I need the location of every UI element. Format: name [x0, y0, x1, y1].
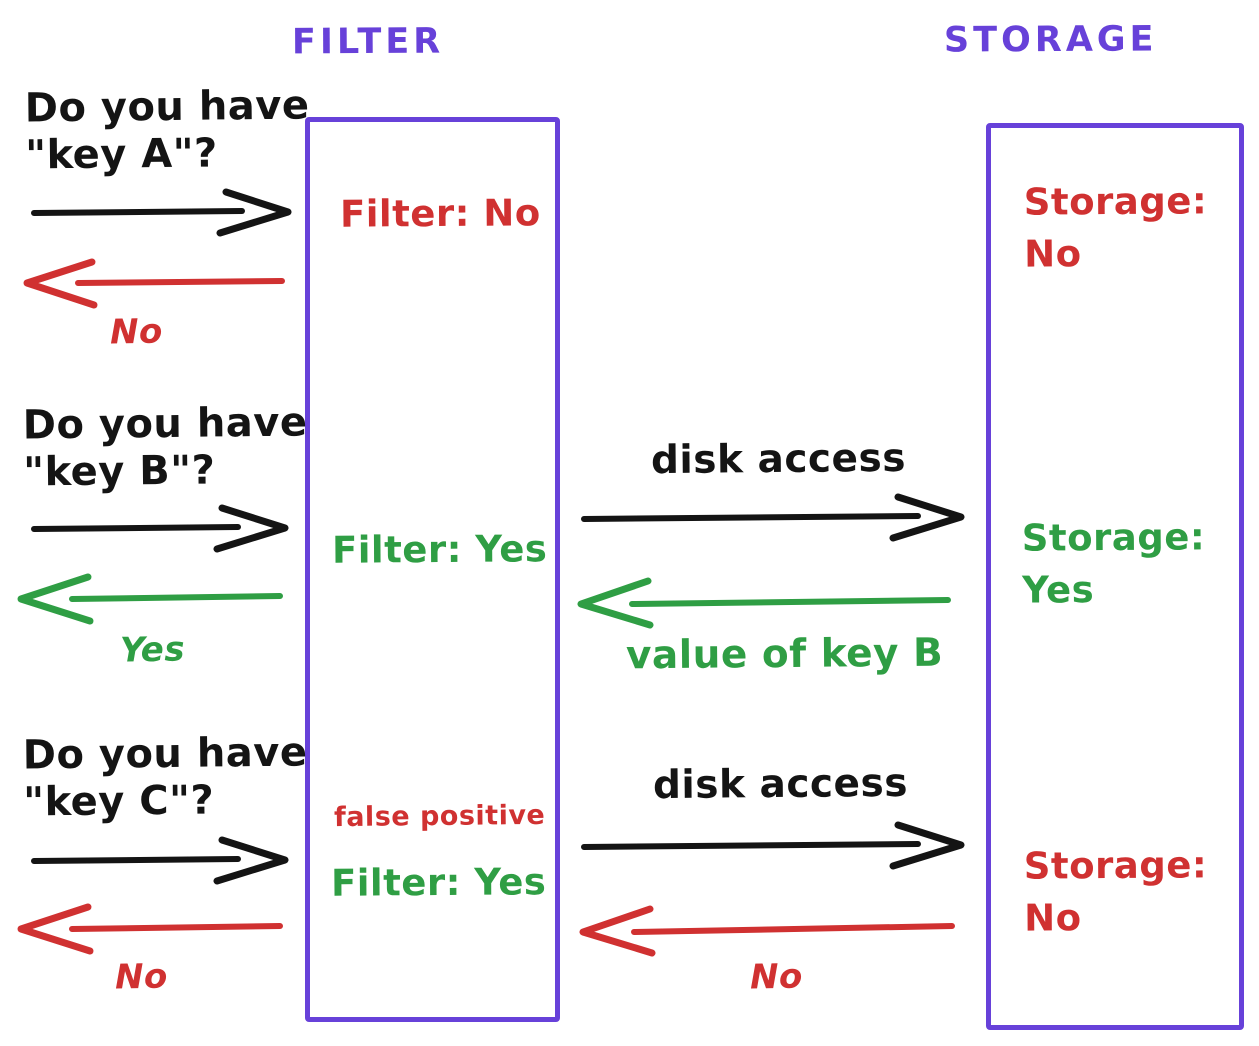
question-key-b-line1: Do you have — [22, 399, 308, 449]
storage-reply-label-key-b: value of key B — [625, 630, 944, 679]
storage-state-key-a: Storage: No — [1024, 175, 1208, 280]
storage-state-key-a-line1: Storage: — [1023, 179, 1208, 224]
question-key-b-line2: "key B"? — [23, 447, 216, 496]
request-arrow-key-c — [31, 836, 289, 885]
filter-column-title: FILTER — [291, 21, 445, 63]
storage-state-key-a-line2: No — [1024, 232, 1082, 276]
storage-state-key-c: Storage: No — [1024, 839, 1208, 944]
question-key-c-line1: Do you have — [22, 729, 308, 779]
filter-response-key-a: Filter: No — [339, 191, 541, 236]
filter-box — [305, 117, 560, 1022]
reply-label-key-b: Yes — [119, 629, 186, 671]
question-key-a: Do you have "key A"? — [25, 83, 311, 180]
reply-arrow-key-c — [17, 903, 283, 955]
disk-access-arrow-key-c — [581, 821, 965, 870]
storage-state-key-b-line1: Storage: — [1021, 515, 1206, 560]
storage-state-key-c-line2: No — [1024, 896, 1082, 940]
reply-arrow-key-a — [23, 258, 285, 309]
disk-access-label-key-c: disk access — [652, 760, 909, 809]
filter-response-key-b: Filter: Yes — [331, 527, 548, 572]
storage-column-title: STORAGE — [943, 19, 1158, 61]
storage-state-key-c-line1: Storage: — [1023, 843, 1208, 888]
storage-reply-label-key-c: No — [749, 956, 804, 998]
question-key-b: Do you have "key B"? — [23, 400, 309, 497]
request-arrow-key-b — [31, 504, 289, 553]
disk-access-arrow-key-b — [581, 493, 965, 542]
question-key-a-line2: "key A"? — [25, 130, 218, 179]
reply-arrow-key-b — [17, 573, 283, 625]
storage-state-key-b: Storage: Yes — [1022, 511, 1206, 616]
reply-label-key-a: No — [109, 311, 164, 353]
request-arrow-key-a — [31, 188, 292, 237]
question-key-c-line2: "key C"? — [23, 777, 215, 826]
storage-state-key-b-line2: Yes — [1022, 568, 1095, 612]
false-positive-note: false positive — [333, 799, 546, 834]
storage-reply-arrow-key-c — [579, 905, 955, 957]
storage-box — [986, 123, 1244, 1030]
question-key-c: Do you have "key C"? — [23, 730, 309, 827]
question-key-a-line1: Do you have — [24, 82, 310, 132]
disk-access-label-key-b: disk access — [650, 435, 907, 484]
reply-label-key-c: No — [114, 956, 169, 998]
filter-response-key-c: Filter: Yes — [330, 860, 547, 905]
storage-reply-arrow-key-b — [577, 577, 951, 629]
